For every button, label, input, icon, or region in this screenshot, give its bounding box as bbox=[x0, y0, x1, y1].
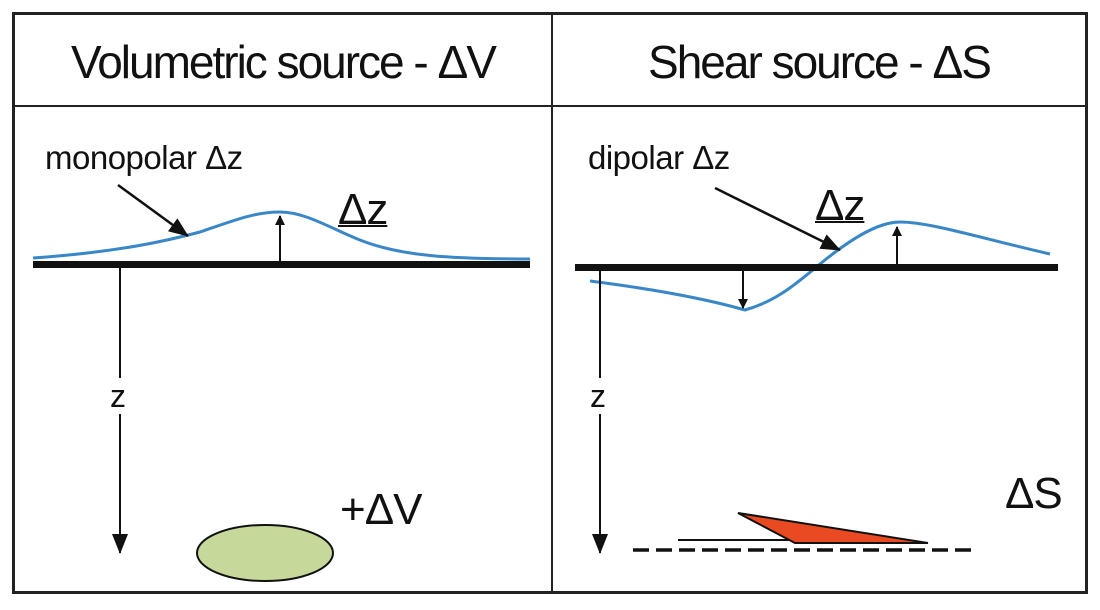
diagram-frame bbox=[12, 12, 1088, 594]
shear-source-label: ΔS bbox=[1005, 469, 1063, 518]
panel-divider bbox=[551, 12, 553, 594]
right-depth-label: z bbox=[590, 378, 606, 414]
left-ground-surface bbox=[33, 261, 530, 268]
header-divider bbox=[12, 105, 1088, 107]
right-dipolar-curve bbox=[589, 220, 1051, 312]
right-label-pointer-arrow bbox=[714, 186, 841, 252]
right-displacement-label: Δz bbox=[815, 181, 865, 230]
left-displacement-label: Δz bbox=[338, 185, 388, 234]
right-ground-surface bbox=[575, 264, 1058, 271]
volumetric-source-ellipse bbox=[196, 524, 334, 582]
volumetric-source-label: +ΔV bbox=[340, 485, 422, 534]
left-monopolar-curve bbox=[32, 210, 531, 261]
left-panel-title: Volumetric source - ΔV bbox=[71, 36, 497, 88]
right-panel-title: Shear source - ΔS bbox=[648, 36, 992, 88]
monopolar-label: monopolar Δz bbox=[45, 139, 243, 176]
dipolar-label: dipolar Δz bbox=[588, 139, 730, 176]
left-depth-label: z bbox=[110, 378, 126, 414]
shear-source-wedge bbox=[737, 512, 929, 544]
left-label-pointer-arrow bbox=[117, 183, 189, 238]
